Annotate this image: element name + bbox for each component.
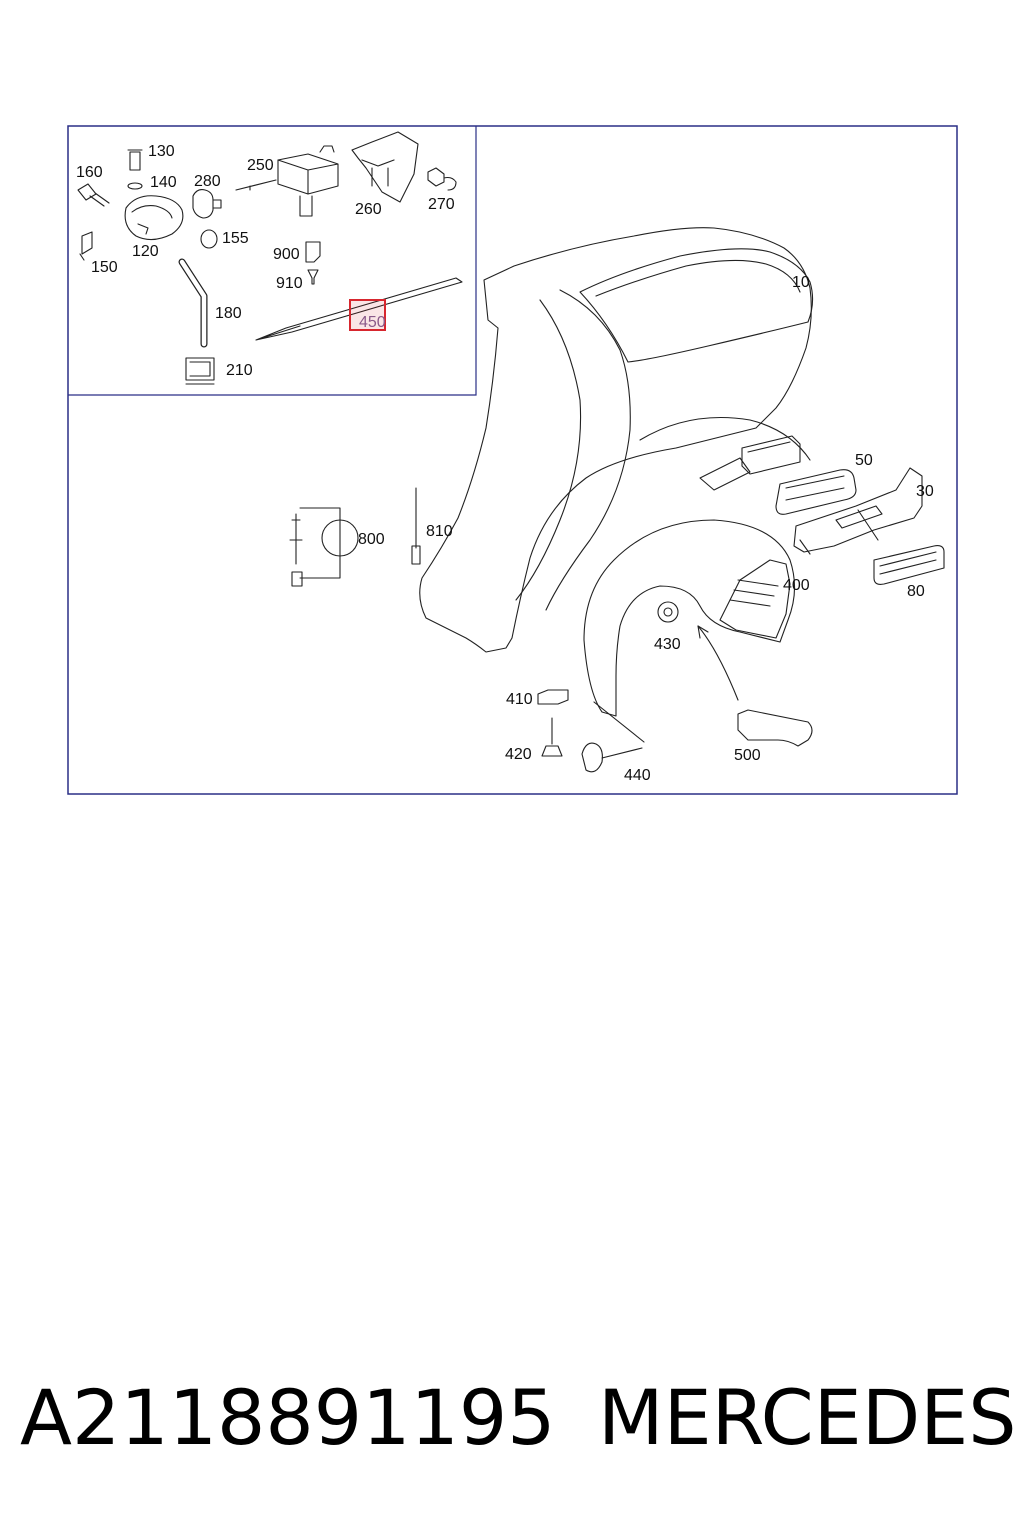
highlight-box [349, 299, 386, 331]
callout-140: 140 [150, 174, 177, 191]
callout-120: 120 [132, 243, 159, 260]
callout-500: 500 [734, 747, 761, 764]
callout-260: 260 [355, 201, 382, 218]
callout-910: 910 [276, 275, 303, 292]
callout-30: 30 [916, 483, 934, 500]
callout-150: 150 [91, 259, 118, 276]
callout-280: 280 [194, 173, 221, 190]
caption: A2118891195 MERCEDES [0, 1370, 1024, 1480]
callout-440: 440 [624, 767, 651, 784]
callout-250: 250 [247, 157, 274, 174]
callout-160: 160 [76, 164, 103, 181]
callout-210: 210 [226, 362, 253, 379]
parts-diagram: 130 160 140 280 250 260 270 120 155 150 … [67, 125, 958, 795]
drawing-lines [77, 131, 945, 773]
highlight-fill [351, 301, 384, 329]
callout-10: 10 [792, 274, 810, 291]
callout-180: 180 [215, 305, 242, 322]
callout-900: 900 [273, 246, 300, 263]
diagram-frame [67, 125, 958, 795]
callout-80: 80 [907, 583, 925, 600]
callout-450: 450 [359, 314, 386, 331]
callout-130: 130 [148, 143, 175, 160]
callout-430: 430 [654, 636, 681, 653]
callout-50: 50 [855, 452, 873, 469]
callout-155: 155 [222, 230, 249, 247]
callout-410: 410 [506, 691, 533, 708]
callout-270: 270 [428, 196, 455, 213]
callout-800: 800 [358, 531, 385, 548]
callout-420: 420 [505, 746, 532, 763]
inset-frame [68, 126, 477, 396]
callout-400: 400 [783, 577, 810, 594]
part-number: A2118891195 [20, 1373, 556, 1462]
callout-810: 810 [426, 523, 453, 540]
brand-name: MERCEDES [598, 1373, 1017, 1462]
